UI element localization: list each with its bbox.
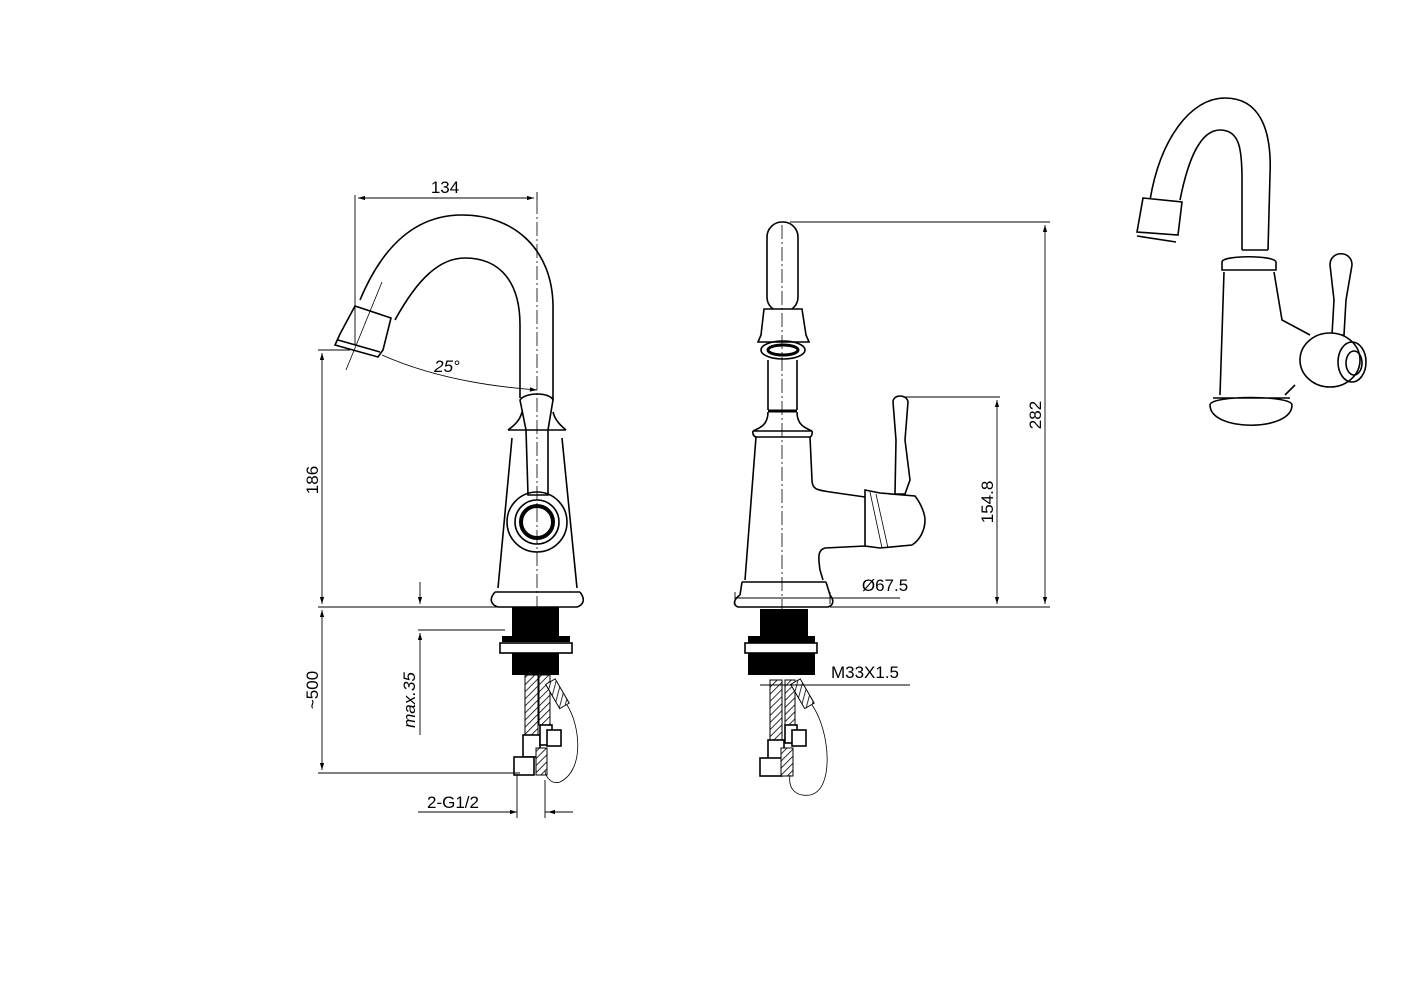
side-handle-knob [864, 489, 926, 549]
side-body [733, 411, 866, 608]
handle-height-label: 154.8 [978, 481, 997, 524]
iso-handle-lever [1329, 252, 1353, 336]
spout-outer [359, 214, 554, 400]
connection-label: 2-G1/2 [427, 793, 479, 812]
iso-nozzle [1136, 197, 1183, 236]
mounting-shank [512, 607, 559, 637]
front-view: 134 25° 186 ~500 max.35 2-G1/2 [303, 178, 585, 818]
spout-height-label: 186 [303, 466, 322, 494]
spout-inner [394, 257, 521, 398]
aerator-nozzle [333, 305, 392, 358]
hose-length-label: ~500 [303, 671, 322, 709]
side-mounting-shank [760, 609, 808, 641]
max-thickness-label: max.35 [400, 672, 419, 728]
hose-left [524, 674, 539, 736]
base-diameter-label: Ø67.5 [862, 576, 908, 595]
thread-label: M33X1.5 [831, 663, 899, 682]
front-handle [519, 393, 554, 496]
isometric-view [1136, 97, 1367, 427]
side-view: Ø67.5 M33X1.5 282 154.8 [733, 221, 1050, 796]
iso-handle-knob [1299, 332, 1361, 388]
pull-out-head [756, 308, 811, 343]
angle-dimension-label: 25° [433, 357, 460, 376]
mounting-washer [499, 642, 573, 654]
iso-body [1221, 256, 1277, 271]
width-dimension-label: 134 [431, 178, 459, 197]
side-handle-lever [892, 395, 911, 495]
total-height-label: 282 [1026, 401, 1045, 429]
side-mounting-washer [744, 642, 818, 654]
iso-spout [1149, 97, 1271, 251]
side-mounting-nut [748, 653, 815, 675]
mounting-nut [512, 653, 559, 675]
spout-tube [766, 221, 799, 313]
